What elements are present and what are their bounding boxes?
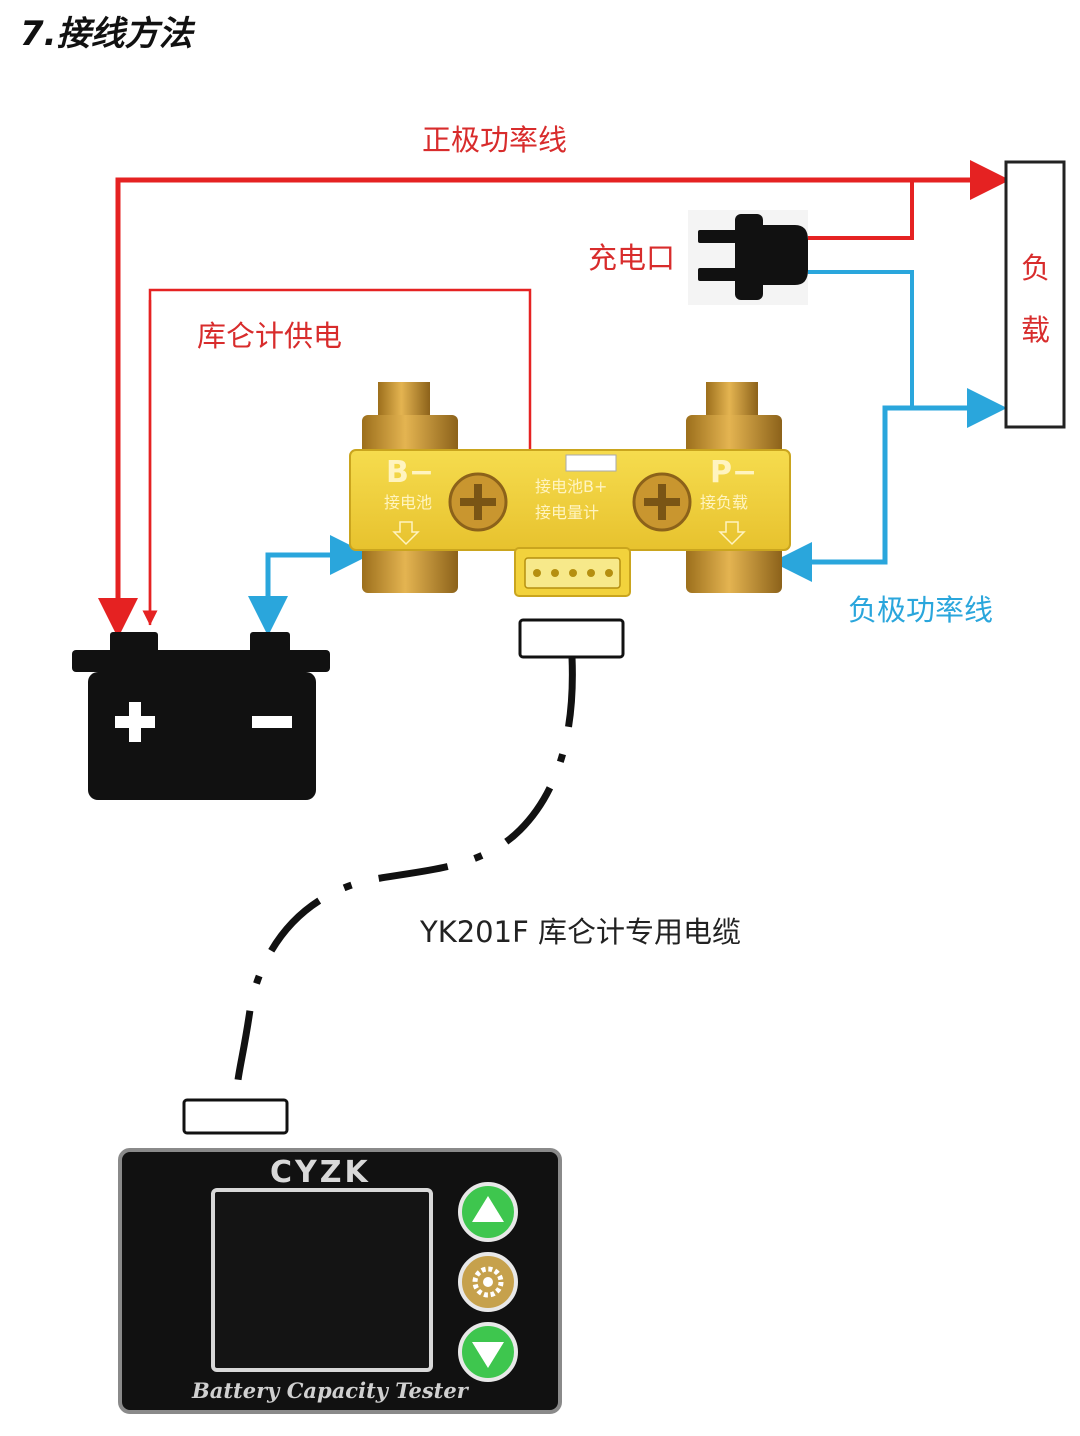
- positive-power-wires: [98, 160, 1010, 638]
- down-button[interactable]: [458, 1322, 518, 1382]
- shunt-pminus-sub: 接负载: [700, 493, 748, 512]
- cable-connector-bottom: [182, 1098, 289, 1135]
- battery-minus-icon: [252, 716, 292, 728]
- up-arrow-icon: [472, 1196, 504, 1222]
- screw-right-icon: [632, 472, 692, 532]
- shunt-chip: [565, 454, 617, 472]
- load-label-1: 负: [1021, 251, 1050, 285]
- page-title: 7.接线方法: [20, 14, 196, 54]
- label-positive-power-line: 正极功率线: [422, 123, 567, 157]
- down-arrow-left-icon: [392, 521, 420, 546]
- up-button[interactable]: [458, 1182, 518, 1242]
- load-box: 负 载: [1004, 160, 1066, 429]
- device-screen: [211, 1188, 433, 1372]
- shunt-meter-label: 接电量计: [535, 503, 599, 522]
- device-brand: CYZK: [270, 1155, 371, 1190]
- cable-connector-top: [518, 618, 625, 659]
- down-arrow-right-icon: [718, 521, 746, 546]
- negative-power-wires: [248, 270, 1007, 636]
- label-coulomb-power: 库仑计供电: [197, 319, 342, 353]
- battery-icon: [72, 632, 330, 800]
- charge-plug-icon: [688, 210, 808, 305]
- shunt-pminus-label: P−: [710, 455, 757, 490]
- shunt-bplus-label: 接电池B+: [535, 477, 607, 496]
- battery-negative-wire: [265, 552, 360, 628]
- battery-capacity-tester: CYZK Battery Capacity Tester: [118, 1148, 562, 1414]
- shunt-bminus-label: B−: [386, 455, 434, 490]
- label-charge-port: 充电口: [588, 241, 675, 275]
- cable: [182, 618, 625, 1135]
- charge-port-negative-wire: [805, 270, 914, 408]
- down-arrow-icon: [472, 1342, 504, 1368]
- label-cable: YK201F 库仑计专用电缆: [419, 915, 741, 949]
- charge-port-positive-wire: [805, 180, 914, 240]
- load-negative-wire: [780, 405, 995, 565]
- shunt-module: B− 接电池 P− 接负载 接电池B+ 接电量计: [349, 382, 791, 597]
- shunt-bminus-sub: 接电池: [384, 493, 432, 512]
- settings-button[interactable]: [458, 1252, 518, 1312]
- device-model: Battery Capacity Tester: [191, 1378, 470, 1403]
- screw-left-icon: [448, 472, 508, 532]
- cable-line: [234, 656, 576, 1081]
- load-label-2: 载: [1021, 313, 1050, 347]
- label-negative-power-line: 负极功率线: [848, 593, 993, 627]
- gear-icon: [472, 1266, 504, 1298]
